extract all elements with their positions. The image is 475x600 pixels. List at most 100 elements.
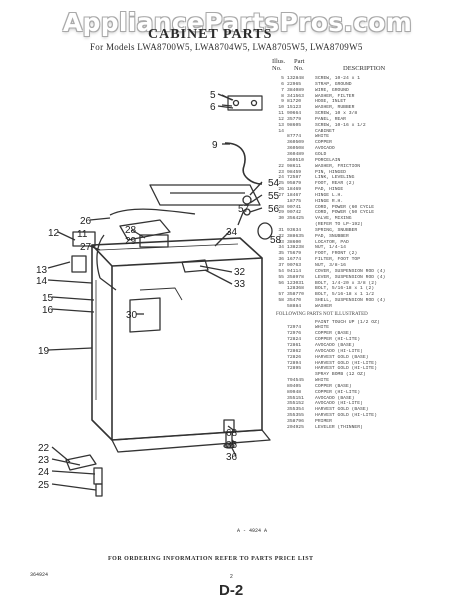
part-description: HARVEST GOLD (HI-LITE) <box>315 413 377 419</box>
part-description: WHITE <box>315 378 330 384</box>
part-number: 58884 <box>287 303 302 309</box>
part-description: PAD, HINGE <box>315 187 344 193</box>
part-description: BOLT, 5/16-18 x 1 (2) <box>315 286 375 292</box>
illus-number: 35 <box>278 251 284 257</box>
illus-number: 27 <box>278 192 284 198</box>
part-description: WASHER <box>315 303 332 309</box>
callout-number: 30 <box>126 310 138 321</box>
part-number: 89948 <box>287 389 302 395</box>
part-number: 75679 <box>287 251 302 257</box>
part-description: PORCELAIN <box>315 157 341 163</box>
part-description: COPPER (BASE) <box>315 383 352 389</box>
illus-number: 37 <box>278 263 284 268</box>
illus-number: 13 <box>278 122 284 128</box>
part-description: AVOCADO (HI-LITE) <box>315 401 363 407</box>
part-number: 72976 <box>287 331 302 337</box>
part-number: 794545 <box>287 378 304 384</box>
illus-number: 55 <box>278 274 284 280</box>
document-code: 364924 <box>30 572 49 578</box>
part-number: 98459 <box>287 169 302 175</box>
callout-number: 22 <box>38 443 50 454</box>
part-number: 355355 <box>287 413 304 419</box>
callout-number: 28 <box>125 225 137 236</box>
models-subtitle: For Models LWA8700W5, LWA8704W5, LWA8705… <box>90 42 363 52</box>
part-number: 18467 <box>287 192 302 198</box>
illus-no-label: No. <box>272 65 282 72</box>
part-description: NUT, 3/8-16 <box>315 263 346 268</box>
part-number: 72894 <box>287 360 302 366</box>
part-row: 355152 AVOCADO (HI-LITE) <box>272 401 440 407</box>
part-description: CABINET <box>315 128 335 134</box>
part-number: 15123 <box>287 105 302 111</box>
part-label: Part <box>294 58 305 65</box>
part-number: 18775 <box>287 198 302 204</box>
part-description: WHITE <box>315 325 330 331</box>
illus-number: 30 <box>278 216 284 222</box>
callout-number: 9 <box>212 140 218 151</box>
part-description: CORD, POWER (60 CYCLE <box>315 204 375 210</box>
callout-number: 5 <box>210 90 216 101</box>
part-row: 72894 HARVEST GOLD (HI-LITE) <box>272 361 440 367</box>
callout-number: 57 <box>238 204 250 215</box>
part-description: VALVE, MIXING <box>315 216 352 222</box>
part-number: 98605 <box>287 122 302 128</box>
part-number: 360510 <box>287 157 304 163</box>
part-description: GOLD <box>315 151 327 157</box>
part-number: 360489 <box>287 151 304 157</box>
part-row: 58884 WASHER <box>272 304 440 310</box>
part-description: LEVER, SUSPENSION ROD (4) <box>315 274 386 280</box>
part-description: PAINT TOUCH UP (1/2 OZ) <box>315 319 380 325</box>
part-number: 93634 <box>287 227 302 233</box>
part-number: 72974 <box>287 325 302 331</box>
watermark: AppliancePartsPros.com <box>62 8 413 37</box>
part-description: WHITE <box>315 134 330 140</box>
part-description: AVOCADO (BASE) <box>315 395 355 401</box>
part-description: HINGE R.H. <box>315 198 344 204</box>
illus-number: 33 <box>278 239 284 245</box>
part-row: 72974 WHITE <box>272 325 440 331</box>
illus-number: 26 <box>278 187 284 193</box>
part-description: BOLT, 5/16-18 x 1 1/2 <box>315 292 375 298</box>
part-number: 95879 <box>287 181 302 187</box>
part-description: LEVELER (THINNER) <box>315 424 363 430</box>
illus-number: 31 <box>278 227 284 233</box>
part-row: 355355 HARVEST GOLD (HI-LITE) <box>272 413 440 419</box>
part-description: BOLT, 1/4-20 x 3/8 (2) <box>315 280 377 286</box>
part-number: 360509 <box>287 140 304 146</box>
part-description: LOCATOR, PAD <box>315 239 349 245</box>
illus-number: 7 <box>281 87 284 93</box>
part-description: HARVEST GOLD (HI-LITE) <box>315 360 377 366</box>
part-number: 98611 <box>287 163 302 169</box>
part-number: 35779 <box>287 116 302 122</box>
part-number: 355152 <box>287 401 304 407</box>
illus-number: 34 <box>278 245 284 251</box>
part-description: HINGE L.H. <box>315 192 344 198</box>
callout-number: 6 <box>210 102 216 113</box>
part-number: 90741 <box>287 204 302 210</box>
callout-number: 25 <box>38 480 50 491</box>
illus-number: 8 <box>281 93 284 99</box>
part-number: 72861 <box>287 342 302 348</box>
part-number: 35470 <box>287 298 302 304</box>
illus-number: 24 <box>278 175 284 181</box>
part-no-label: No. <box>294 65 304 72</box>
part-number: 72895 <box>287 366 302 372</box>
